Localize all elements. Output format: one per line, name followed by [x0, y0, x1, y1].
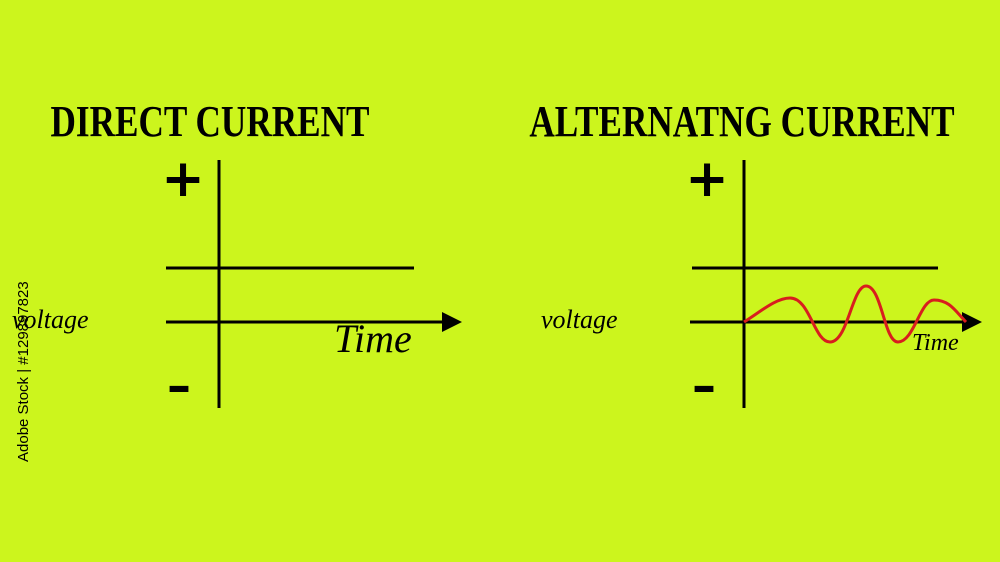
- alternating-current-diagram: ALTERNATNG CURRENT + – voltage Time: [529, 96, 982, 414]
- stock-watermark-id: Adobe Stock | #129897823: [15, 281, 32, 462]
- ac-voltage-label: voltage: [541, 305, 618, 334]
- ac-sine-wave: [743, 284, 968, 344]
- dc-voltage-label: voltage: [12, 305, 89, 334]
- dc-arrow-head: [442, 312, 462, 332]
- dc-time-label: Time: [334, 316, 412, 361]
- ac-plus-sign: +: [685, 149, 729, 209]
- dc-plus-sign: +: [161, 149, 205, 209]
- ac-minus-sign: –: [692, 358, 716, 414]
- ac-title: ALTERNATNG CURRENT: [529, 96, 954, 146]
- dc-title: DIRECT CURRENT: [50, 96, 369, 146]
- dc-minus-sign: –: [167, 358, 191, 414]
- ac-arrow-head: [962, 312, 982, 332]
- direct-current-diagram: DIRECT CURRENT + – voltage Time: [12, 96, 462, 414]
- ac-time-label: Time: [912, 330, 959, 356]
